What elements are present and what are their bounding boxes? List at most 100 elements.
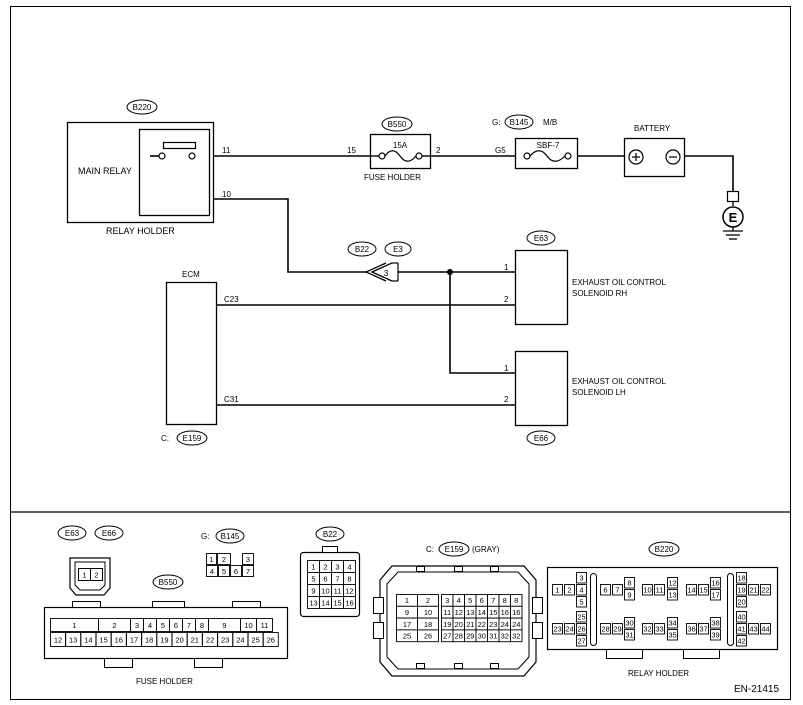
sol-rh-label-1: EXHAUST OIL CONTROL bbox=[572, 278, 666, 287]
b220-pin-28: 28 bbox=[601, 625, 609, 634]
e63-pin-1: 1 bbox=[82, 571, 86, 580]
e159-pin-22: 22 bbox=[478, 620, 486, 629]
e159-pin-13: 13 bbox=[466, 608, 474, 617]
b220-pin-40: 40 bbox=[737, 613, 745, 622]
conn-b145-label: B145 bbox=[221, 532, 240, 541]
e159-pin-14: 14 bbox=[478, 608, 486, 617]
fuse-pin-11: 11 bbox=[261, 621, 269, 630]
b145-pin-2: 2 bbox=[222, 555, 226, 564]
fuse-pin-8: 8 bbox=[200, 621, 204, 630]
pin-cell bbox=[624, 629, 635, 641]
b220-pin-43: 43 bbox=[749, 625, 757, 634]
pin-cell bbox=[686, 623, 697, 635]
b220-pin-21: 21 bbox=[749, 586, 757, 595]
pin-cell bbox=[710, 617, 721, 629]
ground-symbol: E bbox=[722, 190, 744, 240]
conn-fuse-holder-label: FUSE HOLDER bbox=[136, 677, 193, 686]
fuse-pin-17: 17 bbox=[130, 635, 138, 644]
conn-e63-label: E63 bbox=[65, 529, 80, 538]
b22-pin-10: 10 bbox=[321, 586, 329, 595]
fuse-pin-4: 4 bbox=[148, 621, 152, 630]
b22-pin-4: 4 bbox=[347, 562, 351, 571]
b220-pin-38: 38 bbox=[711, 619, 719, 628]
e159-pin-16: 16 bbox=[501, 608, 509, 617]
b220-pin-8: 8 bbox=[627, 579, 631, 588]
e159-pin-15: 15 bbox=[489, 608, 497, 617]
b220-pin-3: 3 bbox=[579, 574, 583, 583]
e159-prefix: C: bbox=[161, 434, 169, 443]
pin-cell bbox=[642, 623, 653, 635]
e159-pin-11: 11 bbox=[443, 608, 451, 617]
pin-cell bbox=[230, 565, 242, 577]
pin-cell bbox=[600, 584, 611, 596]
e159-pin-25: 25 bbox=[403, 632, 411, 641]
b22-pin-5: 5 bbox=[311, 574, 315, 583]
b220-pin-7: 7 bbox=[615, 586, 619, 595]
pin-2-label: 2 bbox=[436, 146, 441, 155]
b145-prefix: G: bbox=[492, 118, 500, 127]
b145-pin-6: 6 bbox=[234, 567, 238, 576]
sol-rh-pin-1: 1 bbox=[504, 263, 509, 272]
e159-pin-4: 4 bbox=[457, 596, 461, 605]
b220-pin-35: 35 bbox=[668, 631, 676, 640]
conn-relay-holder-label: RELAY HOLDER bbox=[628, 669, 689, 678]
pin-cell bbox=[576, 635, 587, 647]
b145-pin-7: 7 bbox=[246, 567, 250, 576]
ecm-label: ECM bbox=[182, 270, 200, 279]
b220-pin-20: 20 bbox=[737, 598, 745, 607]
conn-b220-label: B220 bbox=[655, 545, 674, 554]
pin-cell bbox=[600, 623, 611, 635]
e63-pin-2: 2 bbox=[94, 571, 98, 580]
b220-pin-4: 4 bbox=[579, 586, 583, 595]
pin-cell bbox=[576, 596, 587, 608]
pin-cell bbox=[642, 584, 653, 596]
e159-pin-9: 9 bbox=[405, 608, 409, 617]
fuse-pin-19: 19 bbox=[160, 635, 168, 644]
pin-cell bbox=[612, 584, 623, 596]
pin-cell bbox=[624, 589, 635, 601]
b220-pin-13: 13 bbox=[668, 591, 676, 600]
b22-pin-7: 7 bbox=[335, 574, 339, 583]
sbf7-label: SBF-7 bbox=[537, 141, 560, 150]
b220-pin-11: 11 bbox=[656, 586, 664, 595]
fuse-pin-16: 16 bbox=[115, 635, 123, 644]
fuse-pin-15: 15 bbox=[99, 635, 107, 644]
sol-lh-pin-2: 2 bbox=[504, 395, 509, 404]
conn-b145-prefix: G: bbox=[201, 532, 209, 541]
fuse-pin-2: 2 bbox=[112, 621, 116, 630]
b220-pin-34: 34 bbox=[668, 619, 676, 628]
e159-pin-1: 1 bbox=[405, 596, 409, 605]
b220-pin-29: 29 bbox=[613, 625, 621, 634]
pin-cell bbox=[564, 623, 575, 635]
e159-label: E159 bbox=[183, 434, 202, 443]
e159-pin-23: 23 bbox=[489, 620, 497, 629]
b220-pin-12: 12 bbox=[668, 579, 676, 588]
sol-rh-label-2: SOLENOID RH bbox=[572, 289, 627, 298]
battery: BATTERY bbox=[623, 124, 686, 178]
b22-pin-3: 3 bbox=[335, 562, 339, 571]
pin-cell bbox=[510, 629, 523, 643]
b145-pin-1: 1 bbox=[209, 555, 213, 564]
b220-pin-18: 18 bbox=[737, 574, 745, 583]
b22-pin-11: 11 bbox=[334, 586, 342, 595]
b22-pin-8: 8 bbox=[347, 574, 351, 583]
pin-cell bbox=[736, 611, 747, 623]
b220-pin-27: 27 bbox=[577, 637, 585, 646]
e159-pin-27: 27 bbox=[443, 632, 451, 641]
pin-cell bbox=[736, 635, 747, 647]
figure-id: EN-21415 bbox=[734, 684, 779, 695]
b220-pin-15: 15 bbox=[699, 586, 707, 595]
b220-pin-6: 6 bbox=[603, 586, 607, 595]
fuse-holder-label: FUSE HOLDER bbox=[364, 173, 421, 182]
b220-pin-41: 41 bbox=[737, 625, 745, 634]
e159-pin-5: 5 bbox=[468, 596, 472, 605]
b220-pin-37: 37 bbox=[699, 625, 707, 634]
fuse-pin-25: 25 bbox=[251, 635, 259, 644]
pin-cell bbox=[710, 577, 721, 589]
fuse-pin-6: 6 bbox=[174, 621, 178, 630]
g5-label: G5 bbox=[495, 146, 506, 155]
solenoid-rh: E63 1 2 EXHAUST OIL CONTROL SOLENOID RH bbox=[504, 230, 666, 326]
